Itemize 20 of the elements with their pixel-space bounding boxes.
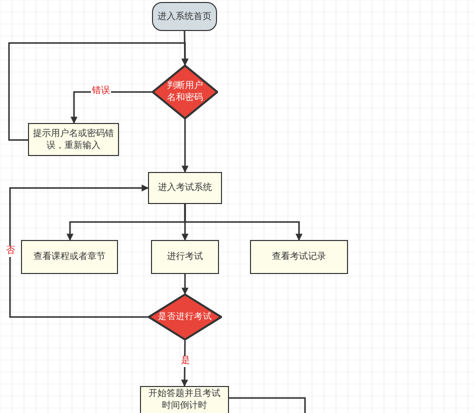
arrow (184, 204, 302, 241)
process-box: 开始答题并且考试时间倒计时 (140, 386, 229, 413)
arrow (181, 30, 188, 66)
start-box: 进入系统首页 (152, 2, 217, 31)
process-box: 进入考试系统 (148, 172, 222, 204)
arrow (182, 119, 188, 173)
decision-diamond: 判断用户名和密码 (152, 65, 218, 119)
arrow (9, 184, 149, 318)
process-box: 提示用户名或密码错误，重新输入 (28, 123, 119, 156)
arrow (182, 274, 188, 295)
arrow (70, 91, 152, 124)
process-box: 查看课程或者章节 (21, 240, 118, 274)
arrow (181, 340, 188, 387)
arrow (8, 42, 188, 141)
decision-diamond: 是否进行考试 (148, 294, 222, 340)
process-box: 进行考试 (151, 240, 219, 274)
edge-label: 否 (5, 246, 16, 257)
process-box: 查看考试记录 (250, 240, 348, 274)
edge-label: 是 (180, 356, 191, 367)
edge-label: 错误 (91, 86, 111, 97)
